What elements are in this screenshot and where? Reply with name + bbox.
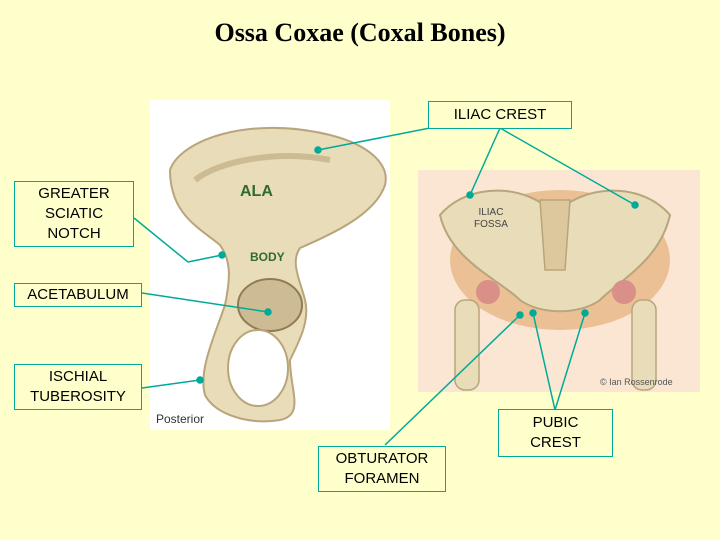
obturator-foramen-label: OBTURATOR FORAMEN	[318, 446, 446, 492]
iliac-fossa-label-line1: ILIAC	[474, 207, 508, 219]
iliac-fossa-label: ILIAC FOSSA	[474, 207, 508, 231]
ischial-tuberosity-label: ISCHIAL TUBEROSITY	[14, 364, 142, 410]
greater-sciatic-notch-label: GREATER SCIATIC NOTCH	[14, 181, 134, 247]
image-credit: © Ian Rossenrode	[600, 377, 673, 387]
acetabulum-label: ACETABULUM	[14, 283, 142, 307]
body-label: BODY	[250, 250, 285, 264]
ala-label: ALA	[240, 183, 273, 201]
posterior-label: Posterior	[156, 412, 204, 426]
iliac-crest-label: ILIAC CREST	[428, 101, 572, 129]
pubic-crest-label: PUBIC CREST	[498, 409, 613, 457]
iliac-fossa-label-line2: FOSSA	[474, 219, 508, 231]
